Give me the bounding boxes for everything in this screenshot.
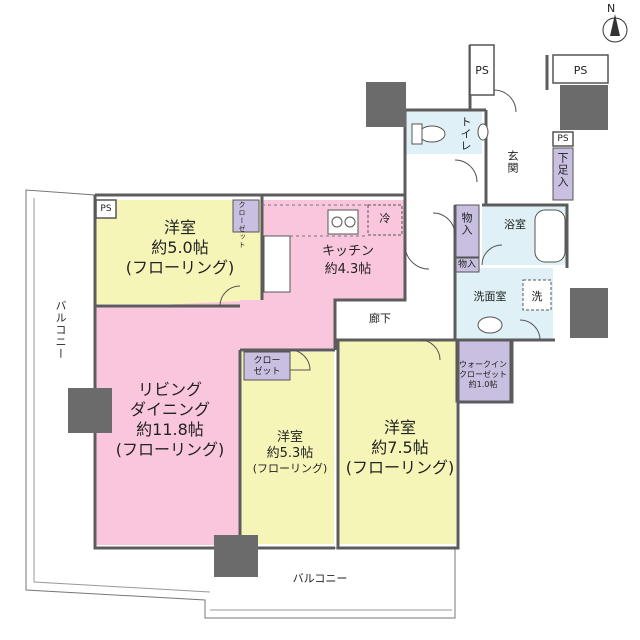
wash-basin <box>477 316 503 334</box>
walls <box>93 45 569 550</box>
western-room-c-size: 約7.5帖 <box>371 438 429 457</box>
door-swings <box>219 89 541 371</box>
walkin-size: 約1.0帖 <box>468 380 498 389</box>
bath-label: 浴室 <box>504 218 526 231</box>
ps-label-4: PS <box>557 134 569 144</box>
kitchen-counter <box>263 235 291 293</box>
closet-a-label: クローゼット <box>238 201 246 249</box>
western-room-b-size: 約5.3帖 <box>266 446 314 461</box>
structural-columns <box>68 82 608 577</box>
closet-b-line1: クロー <box>253 356 281 366</box>
stove <box>327 209 359 235</box>
western-room-b-floor <box>241 352 334 544</box>
hallway-label: 廊下 <box>369 312 391 325</box>
ps-label-2: PS <box>475 64 489 77</box>
western-room-b-floor-label: (フローリング) <box>252 462 328 475</box>
living-link-floor <box>240 300 335 350</box>
living-name-1: リビング <box>137 380 202 399</box>
bathtub <box>534 209 566 263</box>
ps-boxes <box>95 44 609 219</box>
toilet-fixture <box>418 125 446 143</box>
washroom-label: 洗面室 <box>473 290 507 303</box>
closet-b-line2: ゼット <box>253 367 281 377</box>
compass-needle <box>610 14 620 36</box>
western-room-c-name: 洋室 <box>383 418 416 437</box>
western-room-c-floor <box>338 340 456 544</box>
closet-a-area <box>232 199 260 233</box>
south-balcony-label: バルコニー <box>292 572 348 585</box>
living-floor-label: (フローリング) <box>115 440 225 459</box>
stove-burner-1 <box>331 216 343 228</box>
closet-b-area <box>243 351 291 381</box>
kitchen-dashed-outline <box>262 204 368 237</box>
toilet-tank <box>411 123 423 145</box>
ps-label-1: PS <box>100 204 112 214</box>
western-room-c-floor-label: (フローリング) <box>345 458 455 477</box>
living-size: 約11.8帖 <box>136 420 204 439</box>
living-floor-main <box>97 306 240 544</box>
walkin-line1: ウォークイン <box>459 360 507 369</box>
toilet-sink <box>477 123 489 141</box>
ps-label-3: PS <box>573 64 588 77</box>
fridge-label: 冷 <box>379 212 391 225</box>
shoe-closet-label: 下足入 <box>556 152 569 188</box>
living-name-2: ダイニング <box>129 400 210 419</box>
kitchen-size: 約4.3帖 <box>324 262 372 277</box>
walkin-line2: クローゼット <box>459 370 507 379</box>
washer-label: 洗 <box>531 290 543 303</box>
toilet-label: トイレ <box>459 116 472 152</box>
walkin-closet-area <box>455 339 511 403</box>
storage1-label: 物入 <box>460 212 473 236</box>
shoe-closet-area <box>552 147 574 201</box>
western-room-b-name: 洋室 <box>276 430 303 445</box>
washer-space <box>522 279 552 311</box>
western-room-a-name: 洋室 <box>163 218 196 237</box>
west-balcony-label: バルコニー <box>54 300 67 360</box>
balcony-inner-outline <box>33 198 211 593</box>
kitchen-name: キッチン <box>321 244 374 259</box>
stove-burner-2 <box>344 216 356 228</box>
storage1-area <box>454 204 480 258</box>
compass-north-label: N <box>607 2 616 15</box>
western-room-a-floor-label: (フローリング) <box>125 258 235 277</box>
western-room-a-size: 約5.0帖 <box>151 238 209 257</box>
fridge-space <box>367 204 403 236</box>
storage2-label: 物入 <box>457 260 476 270</box>
entrance-label: 玄関 <box>506 150 519 174</box>
